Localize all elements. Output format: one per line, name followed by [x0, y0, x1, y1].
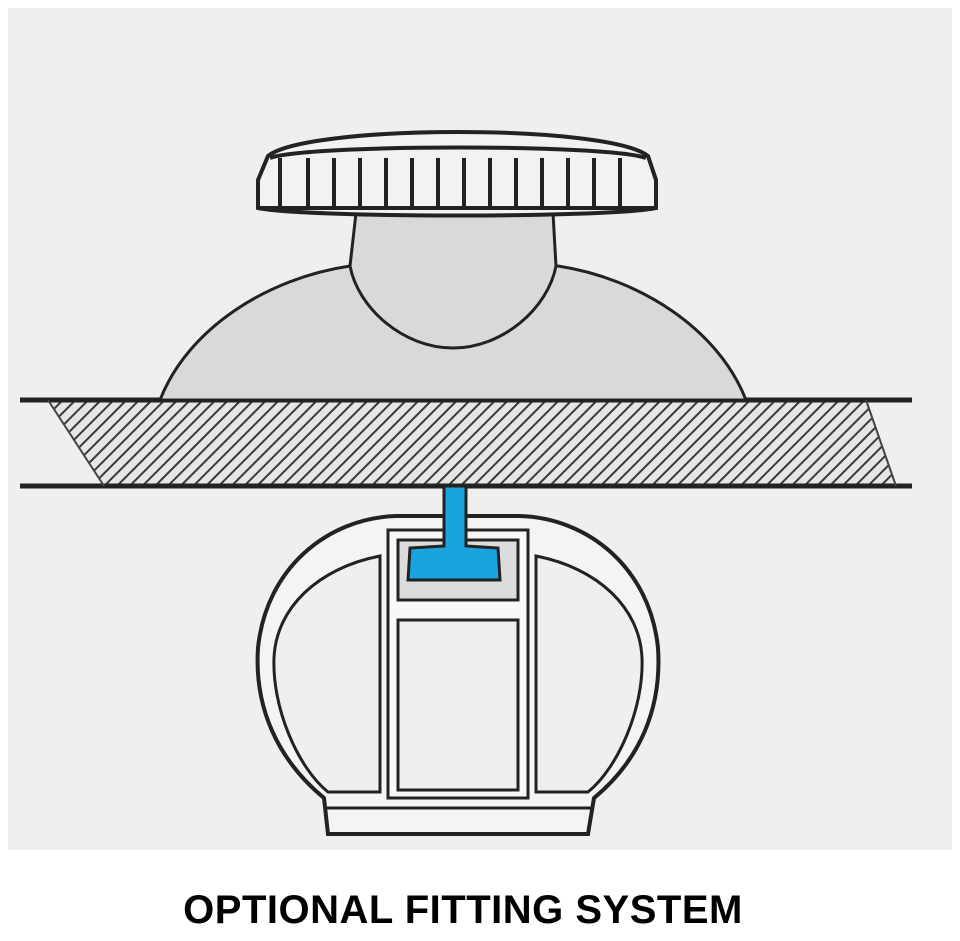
t-bolt	[406, 484, 502, 582]
glass-panel	[20, 397, 912, 489]
adjustment-knob	[256, 130, 658, 218]
diagram-caption: OPTIONAL FITTING SYSTEM	[183, 888, 743, 932]
fitting-diagram	[8, 8, 952, 850]
suction-cup	[157, 211, 749, 402]
